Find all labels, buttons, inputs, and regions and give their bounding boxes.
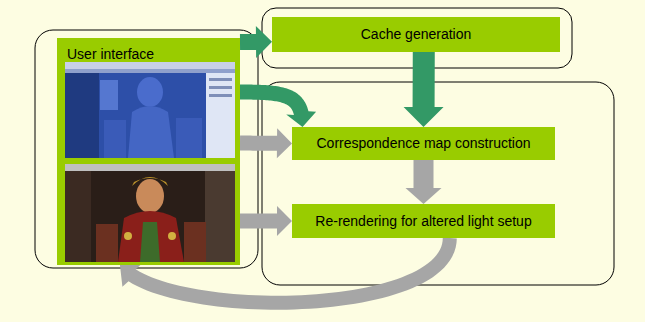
panel-line	[209, 78, 232, 81]
figure-crown	[132, 177, 168, 186]
side-panel	[65, 73, 99, 158]
box-label: User interface	[67, 46, 154, 62]
screenshot-ground	[65, 62, 235, 158]
figure-arm	[96, 224, 118, 262]
figure-arm	[184, 222, 206, 262]
block-arrow	[240, 85, 316, 127]
scene-detail	[100, 80, 118, 110]
block-arrow	[406, 160, 442, 204]
statue-arm	[176, 118, 202, 158]
process-box: Correspondence map construction	[292, 127, 555, 160]
figure-robe	[140, 222, 160, 262]
block-arrow	[404, 52, 444, 127]
screenshot-ground	[65, 164, 235, 262]
box-label: Correspondence map construction	[316, 135, 530, 151]
block-arrow	[240, 26, 272, 58]
statue-arm	[104, 120, 126, 158]
figure-cloak	[118, 211, 184, 262]
ornament	[124, 232, 132, 240]
process-box: Re-rendering for altered light setup	[292, 204, 555, 238]
box-label: Re-rendering for altered light setup	[315, 213, 531, 229]
panel-line	[209, 94, 232, 97]
editor-screenshot	[65, 62, 235, 158]
menu-bar	[65, 69, 235, 73]
block-arrow	[240, 128, 292, 158]
interface-box: User interface	[57, 38, 240, 265]
title-bar	[65, 62, 235, 69]
scene-wall	[205, 171, 235, 262]
group-outline	[35, 30, 258, 268]
figure-head	[136, 179, 164, 213]
scene-wall	[65, 171, 91, 262]
block-arrow	[240, 206, 292, 236]
render-screenshot	[65, 164, 235, 262]
box-label: Cache generation	[361, 26, 472, 42]
title-bar	[65, 164, 235, 171]
panel-line	[209, 86, 232, 89]
side-panel	[206, 73, 235, 158]
statue-body	[128, 106, 174, 158]
ornament	[168, 232, 176, 240]
statue-head	[137, 77, 163, 107]
process-box: Cache generation	[272, 17, 560, 52]
